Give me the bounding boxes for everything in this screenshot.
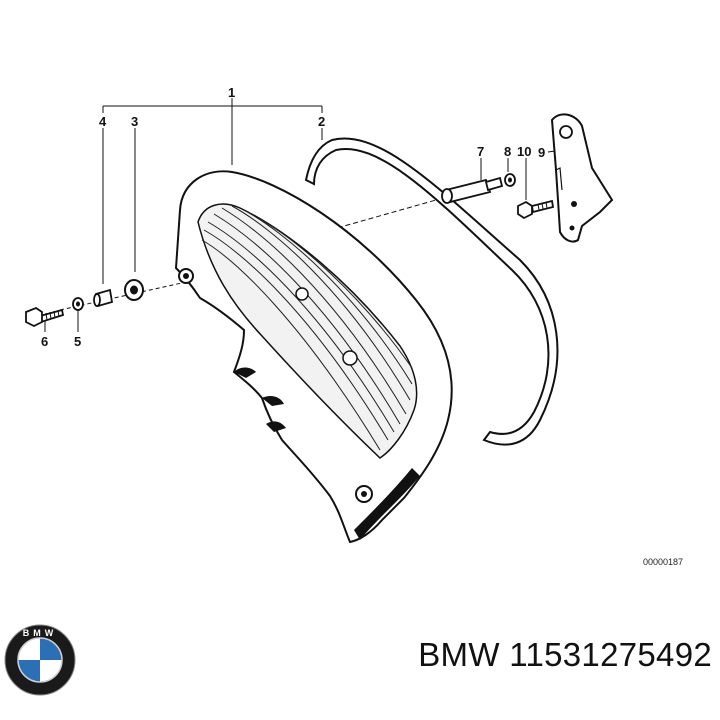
washer-part-8 bbox=[504, 173, 516, 187]
part-number-caption: BMW 11531275492 bbox=[418, 636, 712, 673]
diagram-id: 00000187 bbox=[643, 557, 683, 567]
washer-part-5 bbox=[72, 297, 84, 311]
callout-10: 10 bbox=[517, 144, 531, 159]
logo-quadrant-blue-1 bbox=[40, 638, 62, 660]
svg-text:BMW: BMW bbox=[23, 628, 58, 638]
callout-3: 3 bbox=[131, 114, 138, 129]
timing-cover-part-1 bbox=[174, 170, 453, 544]
cover-ribs bbox=[201, 205, 413, 451]
callout-8: 8 bbox=[504, 144, 511, 159]
bmw-logo: BMW bbox=[4, 624, 76, 696]
callout-leaders bbox=[44, 98, 563, 332]
callout-5: 5 bbox=[74, 334, 81, 349]
callout-9: 9 bbox=[538, 145, 545, 160]
callout-2: 2 bbox=[318, 114, 325, 129]
spacer-part-7 bbox=[441, 176, 504, 204]
sleeve-part-4 bbox=[93, 288, 114, 308]
callout-1: 1 bbox=[228, 85, 235, 100]
callout-numbers: 1 2 3 4 5 6 7 8 10 9 bbox=[41, 85, 545, 349]
cover-hole-center-2 bbox=[342, 350, 358, 366]
bracket-part-9 bbox=[550, 113, 614, 243]
bolt-part-10 bbox=[517, 199, 555, 220]
callout-4: 4 bbox=[99, 114, 107, 129]
callout-7: 7 bbox=[477, 144, 484, 159]
cover-hole-center-1 bbox=[295, 287, 309, 301]
bolt-part-6 bbox=[25, 306, 65, 328]
gasket-part-2 bbox=[304, 137, 559, 446]
logo-quadrant-blue-2 bbox=[18, 660, 40, 682]
washer-part-3 bbox=[124, 279, 144, 301]
callout-6: 6 bbox=[41, 334, 48, 349]
cover-shadow bbox=[354, 468, 420, 540]
